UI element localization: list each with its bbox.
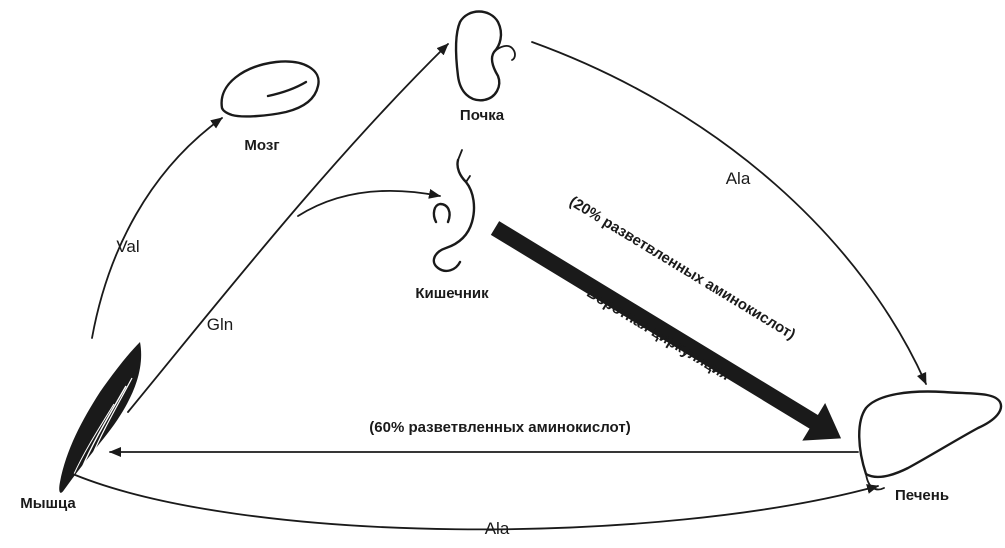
brain-label: Мозг xyxy=(244,137,279,154)
gln-branch-arrow xyxy=(297,188,441,217)
intestine-icon xyxy=(432,149,476,273)
portal-circulation-note: Воротная циркуляция xyxy=(584,284,733,384)
kidney-label: Почка xyxy=(460,107,505,124)
val-label: Val xyxy=(116,237,139,256)
liver-to-muscle-note: (60% разветвленных аминокислот) xyxy=(369,419,630,436)
gln-arrow xyxy=(127,43,449,413)
ala-kidney-liver-arrow xyxy=(531,41,927,385)
ala-kidney-liver-label: Ala xyxy=(726,169,751,188)
brain-icon xyxy=(220,60,320,118)
ala-muscle-liver-arrow xyxy=(67,471,879,531)
kidney-icon xyxy=(454,10,516,102)
gln-label: Gln xyxy=(207,315,233,334)
portal-circulation-arrow xyxy=(490,221,842,441)
liver-label: Печень xyxy=(895,487,949,504)
portal-percent-note: (20% разветвленных аминокислот) xyxy=(566,193,798,343)
intestine-label: Кишечник xyxy=(415,285,489,302)
muscle-label: Мышца xyxy=(20,495,76,512)
ala-muscle-liver-label: Ala xyxy=(485,519,510,538)
liver-icon xyxy=(858,390,1003,491)
muscle-icon xyxy=(59,342,142,493)
val-arrow xyxy=(91,117,223,339)
